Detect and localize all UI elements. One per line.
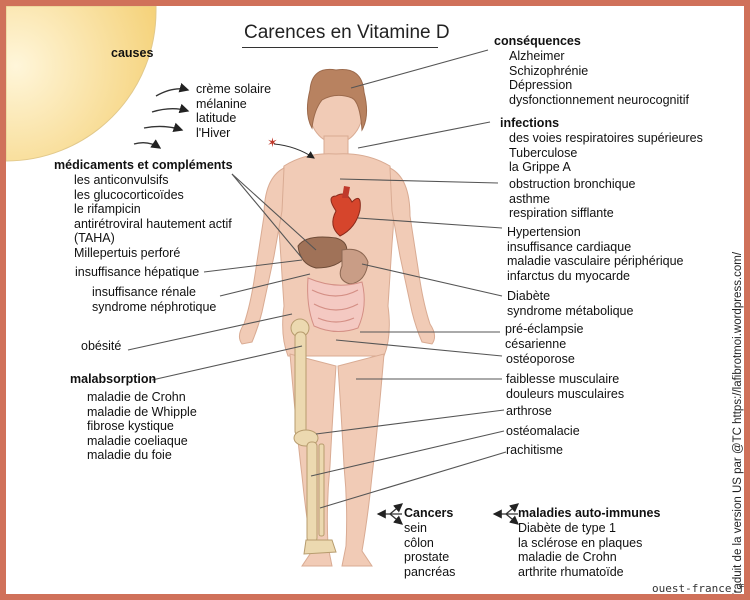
title-underline <box>242 47 438 48</box>
autoimmune-item: maladie de Crohn <box>518 550 617 564</box>
medicament-item: les glucocorticoïdes <box>74 187 184 202</box>
malabsorption-list: maladie de Crohn maladie de Whipple fibr… <box>87 390 197 463</box>
respiratory-item: respiration sifflante <box>509 206 614 220</box>
consequences-heading: conséquences <box>494 34 581 48</box>
cardio-item: infarctus du myocarde <box>507 268 630 283</box>
infection-item: Tuberculose <box>509 145 578 160</box>
rachitisme-label: rachitisme <box>506 443 563 457</box>
consequences-list: Alzheimer Schizophrénie Dépression dysfo… <box>509 49 689 107</box>
muscles-list: faiblesse musculaire douleurs musculaire… <box>506 372 624 401</box>
page-title: Carences en Vitamine D <box>244 22 450 43</box>
autoimmune-heading: maladies auto-immunes <box>518 506 661 520</box>
respiratory-list: obstruction bronchique asthme respiratio… <box>509 177 635 221</box>
malabsorption-heading: malabsorption <box>70 372 157 386</box>
osteoporose-label: ostéoporose <box>506 352 575 366</box>
sun-rays-arrows <box>133 82 190 149</box>
metabolic-item: Diabète <box>507 289 551 303</box>
pregnancy-item: pré-éclampsie <box>505 322 584 336</box>
medicaments-heading: médicaments et compléments <box>54 158 233 172</box>
cardio-item: Hypertension <box>507 225 581 239</box>
connector-lines <box>127 49 507 509</box>
red-star-icon: ✶ <box>267 136 278 151</box>
credit-text: Traduit de la version US par @TC https:/… <box>732 251 744 600</box>
intestine-icon <box>307 277 365 332</box>
consequence-item: dysfonctionnement neurocognitif <box>509 92 689 107</box>
cardio-item: maladie vasculaire périphérique <box>507 254 684 268</box>
causes-list: crème solaire mélanine latitude l'Hiver <box>196 82 271 140</box>
heart-icon <box>330 193 361 237</box>
infection-item: la Grippe A <box>509 160 571 174</box>
cause-item: l'Hiver <box>196 125 231 140</box>
renal-item: insuffisance rénale <box>92 285 197 299</box>
renal-list: insuffisance rénale syndrome néphrotique <box>92 285 216 314</box>
infection-item: des voies respiratoires supérieures <box>509 131 703 145</box>
metabolic-list: Diabète syndrome métabolique <box>507 289 633 318</box>
autoimmune-list: Diabète de type 1 la sclérose en plaques… <box>518 521 642 579</box>
medicament-item: (TAHA) <box>74 231 115 245</box>
medicament-item: les anticonvulsifs <box>74 173 169 187</box>
cancers-heading: Cancers <box>404 506 454 520</box>
cancers-list: sein côlon prostate pancréas <box>404 521 455 579</box>
medicament-item: le rifampicin <box>74 202 141 216</box>
malabsorption-item: maladie de Whipple <box>87 404 197 419</box>
stomach-icon <box>339 248 369 285</box>
renal-item: syndrome néphrotique <box>92 299 217 314</box>
malabsorption-item: fibrose kystique <box>87 419 174 433</box>
cause-item: crème solaire <box>196 82 272 96</box>
autoimmune-item: Diabète de type 1 <box>518 521 616 535</box>
infections-list: des voies respiratoires supérieures Tube… <box>509 131 703 175</box>
arthrose-label: arthrose <box>506 404 552 418</box>
double-arrow-icon <box>376 503 519 525</box>
medicament-item: Millepertuis perforé <box>74 245 181 260</box>
insuffisance-hepatique-label: insuffisance hépatique <box>75 265 200 279</box>
malabsorption-item: maladie coeliaque <box>87 433 188 448</box>
cancer-item: pancréas <box>404 564 456 579</box>
cancer-item: côlon <box>404 535 434 550</box>
cause-item: mélanine <box>196 96 247 111</box>
obesite-label: obésité <box>81 339 122 353</box>
malabsorption-item: maladie du foie <box>87 448 172 462</box>
pregnancy-item: césarienne <box>505 336 567 351</box>
cardio-item: insuffisance cardiaque <box>507 239 632 254</box>
infections-heading: infections <box>500 116 560 130</box>
cardio-list: Hypertension insuffisance cardiaque mala… <box>507 225 684 283</box>
medicaments-list: les anticonvulsifs les glucocorticoïdes … <box>74 173 232 260</box>
infographic: ✶ <box>6 6 750 600</box>
pregnancy-list: pré-éclampsie césarienne <box>505 322 584 351</box>
sun-icon <box>6 6 157 162</box>
bone-leg <box>290 318 337 555</box>
respiratory-item: obstruction bronchique <box>509 177 636 191</box>
consequence-item: Schizophrénie <box>509 63 589 78</box>
consequence-item: Alzheimer <box>509 49 565 63</box>
respiratory-item: asthme <box>509 191 550 206</box>
malabsorption-item: maladie de Crohn <box>87 390 186 404</box>
cancer-item: sein <box>404 521 427 535</box>
cancer-item: prostate <box>404 550 450 564</box>
source-footer: ouest-france.fr <box>652 582 750 595</box>
medicament-item: antirétroviral hautement actif <box>74 216 232 231</box>
consequence-item: Dépression <box>509 78 573 92</box>
metabolic-item: syndrome métabolique <box>507 303 634 318</box>
causes-heading: causes <box>111 46 154 60</box>
autoimmune-item: arthrite rhumatoïde <box>518 564 624 579</box>
muscle-item: douleurs musculaires <box>506 386 625 401</box>
muscle-item: faiblesse musculaire <box>506 372 620 386</box>
autoimmune-item: la sclérose en plaques <box>518 535 643 550</box>
cause-item: latitude <box>196 111 237 125</box>
osteomalacie-label: ostéomalacie <box>506 424 580 438</box>
body-illustration: ✶ <box>6 6 519 567</box>
